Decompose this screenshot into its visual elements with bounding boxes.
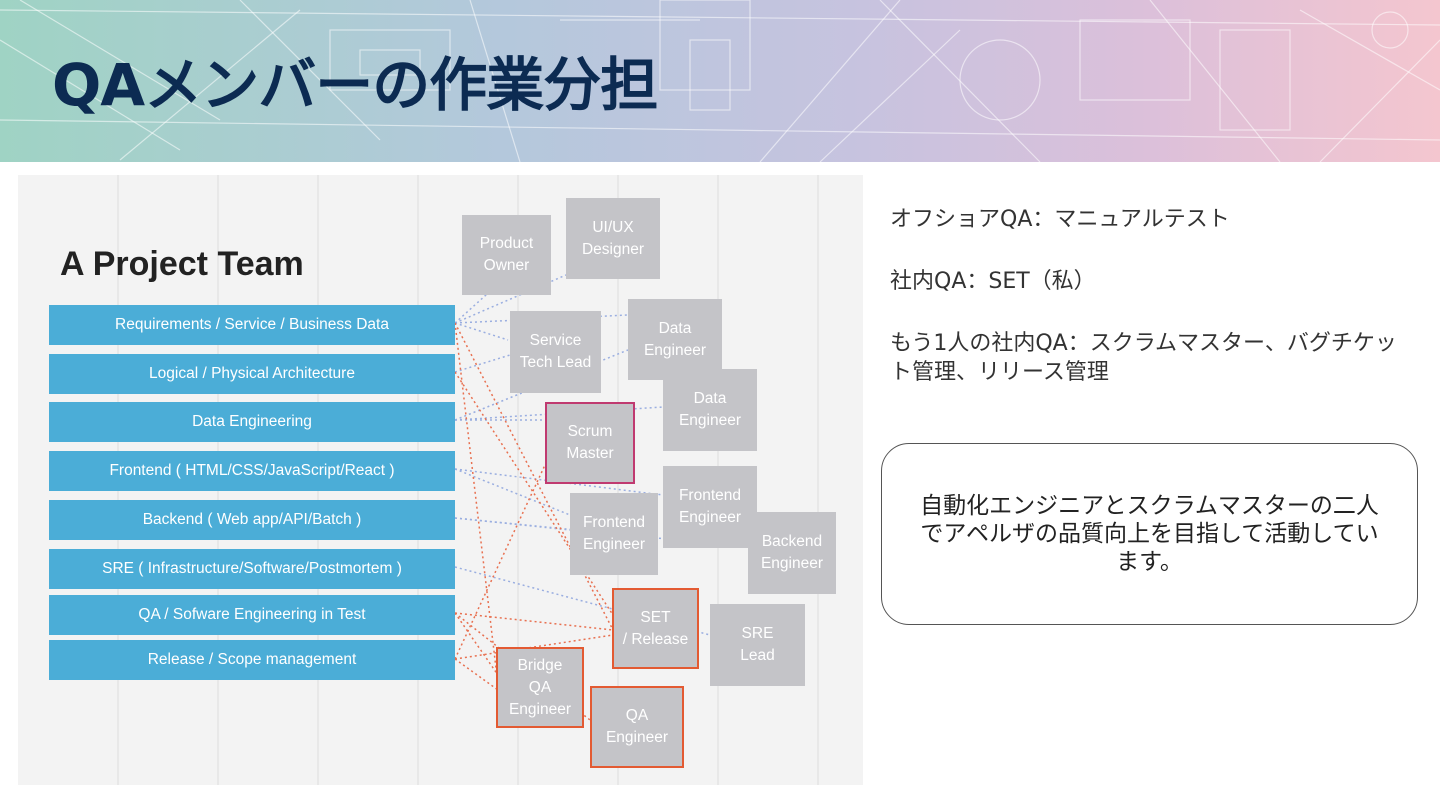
note-inhouse-qa-scrum: もう1人の社内QA：スクラムマスター、バグチケット管理、リリース管理 bbox=[890, 331, 1397, 385]
blueprint-background bbox=[0, 0, 1440, 162]
role-bridge-qa-engineer: Bridge QA Engineer bbox=[496, 647, 584, 728]
role-product-owner: Product Owner bbox=[462, 215, 551, 295]
notes-list: オフショアQA：マニュアルテスト 社内QA：SET（私） もう1人の社内QA：ス… bbox=[890, 205, 1410, 420]
note-inhouse-qa-set: 社内QA：SET（私） bbox=[890, 269, 1096, 294]
role-scrum-master: Scrum Master bbox=[545, 402, 635, 484]
row-frontend: Frontend ( HTML/CSS/JavaScript/React ) bbox=[49, 451, 455, 491]
row-data-engineering: Data Engineering bbox=[49, 402, 455, 442]
row-backend: Backend ( Web app/API/Batch ) bbox=[49, 500, 455, 540]
page-title: QAメンバーの作業分担 bbox=[52, 51, 658, 119]
row-release: Release / Scope management bbox=[49, 640, 455, 680]
role-backend-engineer: Backend Engineer bbox=[748, 512, 836, 594]
role-frontend-engineer-1: Frontend Engineer bbox=[570, 493, 658, 575]
role-data-engineer-2: Data Engineer bbox=[663, 369, 757, 451]
role-qa-engineer: QA Engineer bbox=[590, 686, 684, 768]
role-frontend-engineer-2: Frontend Engineer bbox=[663, 466, 757, 548]
role-data-engineer-1: Data Engineer bbox=[628, 299, 722, 380]
project-team-diagram: A Project Team Requirements / Service / … bbox=[18, 175, 863, 785]
team-heading: A Project Team bbox=[60, 245, 304, 283]
role-sre-lead: SRE Lead bbox=[710, 604, 805, 686]
row-qa: QA / Sofware Engineering in Test bbox=[49, 595, 455, 635]
role-uiux-designer: UI/UX Designer bbox=[566, 198, 660, 279]
callout-box: 自動化エンジニアとスクラムマスターの二人でアペルザの品質向上を目指して活動してい… bbox=[881, 443, 1418, 625]
note-offshore-qa: オフショアQA：マニュアルテスト bbox=[890, 207, 1230, 232]
row-architecture: Logical / Physical Architecture bbox=[49, 354, 455, 394]
role-service-tech-lead: Service Tech Lead bbox=[510, 311, 601, 393]
header-banner: QAメンバーの作業分担 bbox=[0, 0, 1440, 162]
row-requirements: Requirements / Service / Business Data bbox=[49, 305, 455, 345]
callout-text: 自動化エンジニアとスクラムマスターの二人でアペルザの品質向上を目指して活動してい… bbox=[920, 493, 1379, 575]
row-sre: SRE ( Infrastructure/Software/Postmortem… bbox=[49, 549, 455, 589]
role-set-release: SET / Release bbox=[612, 588, 699, 669]
